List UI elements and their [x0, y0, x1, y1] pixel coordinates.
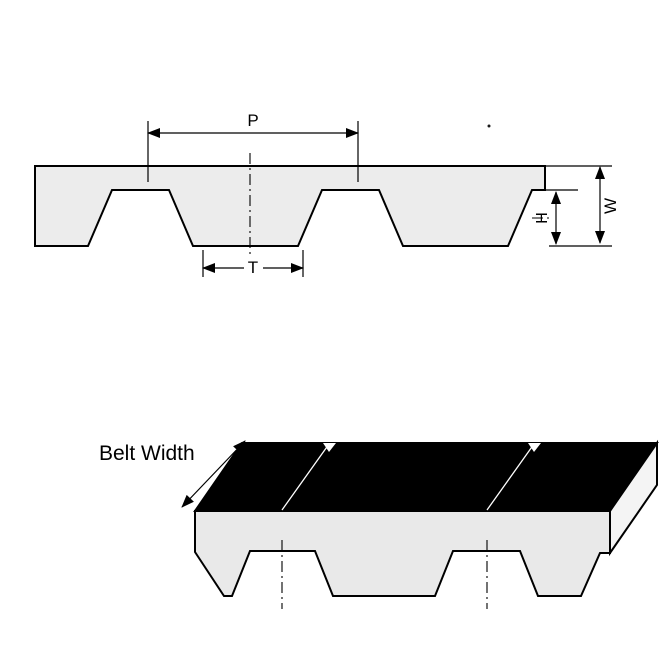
belt-width-arrow — [181, 440, 246, 508]
top-face-tick-marks — [281, 443, 541, 511]
top-face-notch-1 — [323, 443, 336, 452]
tooth-height-label: H — [534, 212, 551, 224]
profile-view: P T H W — [34, 111, 620, 277]
tooth-label-backing — [244, 258, 263, 275]
speck-dot — [487, 124, 491, 128]
dimension-tooth-width: T — [202, 250, 304, 277]
dimension-pitch: P — [147, 111, 359, 182]
belt-profile-shape — [34, 165, 546, 247]
belt-width-annotation: Belt Width — [99, 440, 246, 508]
perspective-view: Belt Width — [99, 439, 659, 609]
dimension-tooth-height: H — [534, 191, 561, 245]
top-face-tick-line-1 — [281, 443, 330, 511]
pitch-label: P — [247, 111, 258, 130]
top-face-tick-line-2 — [486, 443, 535, 511]
tooth-width-label: T — [248, 258, 258, 277]
top-face-notch-2 — [528, 443, 541, 452]
belt-front-face — [194, 510, 611, 597]
belt-thickness-label: W — [601, 198, 620, 214]
belt-width-label: Belt Width — [99, 442, 195, 465]
belt-top-face — [193, 442, 659, 512]
dimension-belt-thickness: W — [595, 166, 620, 244]
